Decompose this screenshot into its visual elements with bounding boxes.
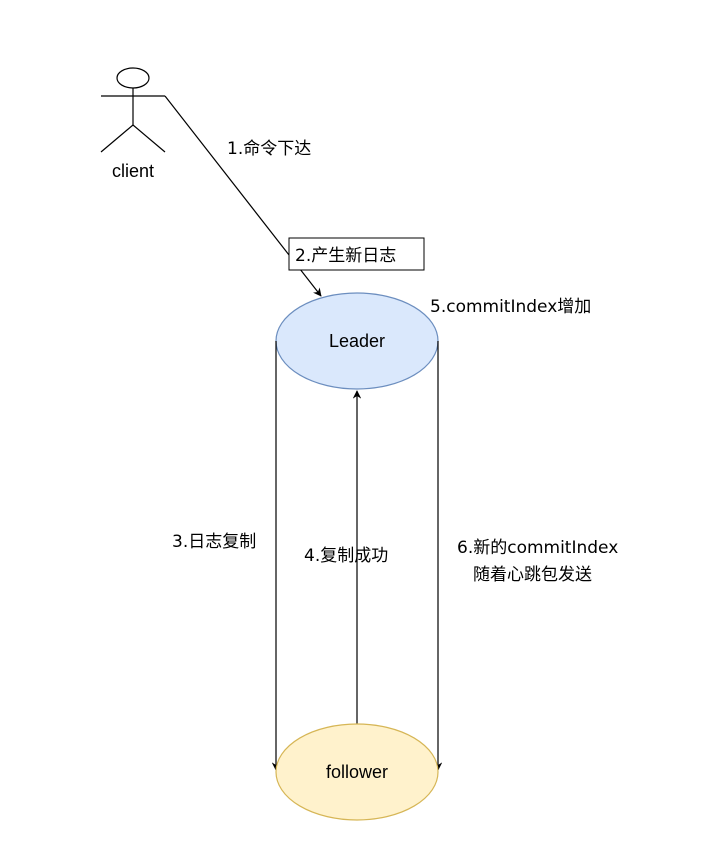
leader-label: Leader	[329, 331, 385, 351]
heartbeat-label-line1: 6.新的commitIndex	[457, 538, 618, 558]
replicate-label: 3.日志复制	[172, 532, 256, 552]
new-log-label: 2.产生新日志	[295, 246, 396, 266]
follower-ellipse	[275, 723, 439, 821]
follower-node: follower	[275, 723, 439, 821]
replicate-ok-label: 4.复制成功	[304, 546, 388, 566]
follower-label: follower	[326, 762, 388, 782]
command-label: 1.命令下达	[227, 139, 311, 159]
new-log-label-box: 2.产生新日志	[288, 237, 425, 271]
actor-head-icon	[116, 67, 150, 89]
heartbeat-label-line2: 随着心跳包发送	[473, 565, 592, 585]
actor-left-leg	[100, 124, 134, 153]
actor-right-leg	[132, 124, 166, 153]
leader-node: Leader	[275, 292, 439, 390]
new-log-box	[288, 237, 425, 271]
actor-label: client	[112, 161, 154, 181]
commit-increase-label: 5.commitIndex增加	[430, 297, 591, 317]
client-actor: client	[100, 67, 166, 181]
